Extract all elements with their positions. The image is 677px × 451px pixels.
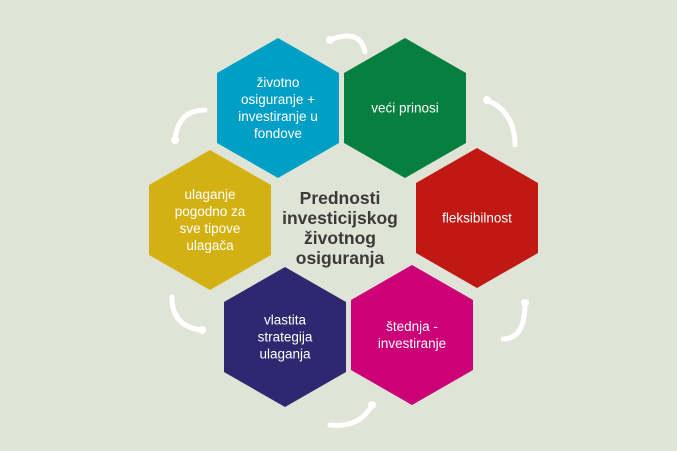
hex-label-savings: štednja - investiranje [377, 319, 447, 351]
hex-label-all-investors: ulaganje pogodno za sve tipove ulagača [174, 187, 246, 253]
arrow-head-icon [483, 96, 491, 104]
arrow-head-icon [198, 326, 206, 334]
diagram-title: Prednosti investicijskog životnog osigur… [282, 188, 398, 268]
hexagon-higher-returns [344, 38, 466, 178]
curved-arrow-icon [500, 300, 528, 342]
hexagon-life-insurance [217, 38, 339, 178]
curved-arrow-icon [327, 402, 375, 428]
curved-arrow-icon [172, 107, 208, 143]
arrow-head-icon [326, 36, 334, 44]
hex-label-own-strategy: vlastita strategija ulaganja [257, 312, 313, 362]
arrow-head-icon [521, 299, 529, 307]
hexagon-savings [351, 265, 473, 405]
hex-label-higher-returns: veći prinosi [371, 100, 439, 116]
hexagon-all-investors [149, 150, 271, 290]
curved-arrow-icon [169, 294, 205, 333]
hex-label-flexibility: fleksibilnost [442, 210, 512, 226]
arrow-head-icon [171, 136, 179, 144]
hexagon-flexibility [416, 148, 538, 288]
hexagon-own-strategy [224, 267, 346, 407]
arrow-head-icon [368, 401, 376, 409]
curved-arrow-icon [484, 97, 518, 148]
curved-arrow-icon [327, 33, 368, 55]
hex-label-life-insurance: životno osiguranje + investiranje u fond… [238, 75, 318, 141]
